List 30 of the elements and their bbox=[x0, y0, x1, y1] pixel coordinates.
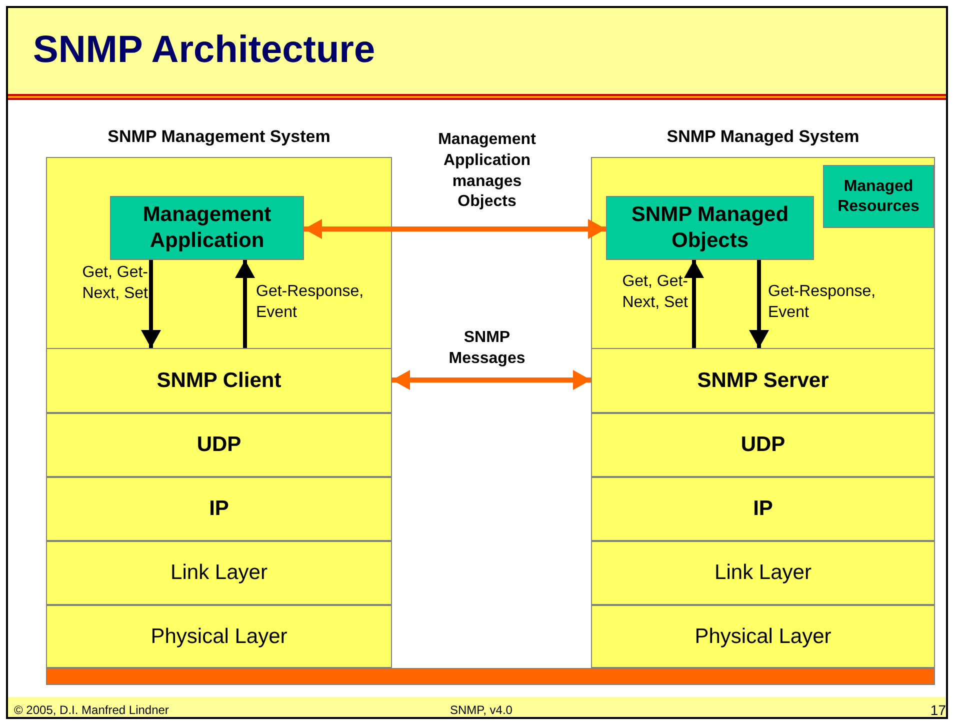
footer-text: SNMP, v4.0 bbox=[450, 702, 512, 719]
footer-text: © 2005, D.I. Manfred Lindner bbox=[14, 702, 169, 719]
edge-label: Get-Response, Event bbox=[256, 282, 365, 323]
edge-label: Get, Get-Next, Set bbox=[621, 272, 688, 313]
component-box: SNMP Managed Objects bbox=[606, 196, 814, 260]
arrow bbox=[749, 260, 769, 348]
arrow bbox=[304, 219, 606, 239]
component-box: Management Application bbox=[110, 196, 304, 260]
edge-label: Get, Get-Next, Set bbox=[81, 263, 148, 304]
layer-band: UDP bbox=[591, 413, 935, 477]
layer-band: SNMP Client bbox=[46, 348, 392, 413]
arrow bbox=[684, 260, 704, 348]
arrow bbox=[141, 260, 161, 348]
layer-band: SNMP Server bbox=[591, 348, 935, 413]
edge-label: Management Application manages Objects bbox=[437, 130, 537, 212]
page-number: 17 bbox=[930, 701, 946, 720]
panel-heading: SNMP Management System bbox=[106, 126, 332, 148]
arrow bbox=[392, 370, 591, 390]
arrow bbox=[235, 260, 255, 348]
slide-title: SNMP Architecture bbox=[33, 28, 376, 73]
layer-band: IP bbox=[591, 477, 935, 541]
layer-band: Link Layer bbox=[591, 541, 935, 605]
layer-band: UDP bbox=[46, 413, 392, 477]
layer-band: Link Layer bbox=[46, 541, 392, 605]
edge-label: Get-Response, Event bbox=[768, 282, 877, 323]
panel-heading: SNMP Managed System bbox=[666, 126, 860, 148]
layer-band: IP bbox=[46, 477, 392, 541]
component-box: Managed Resources bbox=[823, 165, 934, 228]
base-bar bbox=[46, 668, 935, 685]
edge-label: SNMP Messages bbox=[448, 328, 526, 369]
